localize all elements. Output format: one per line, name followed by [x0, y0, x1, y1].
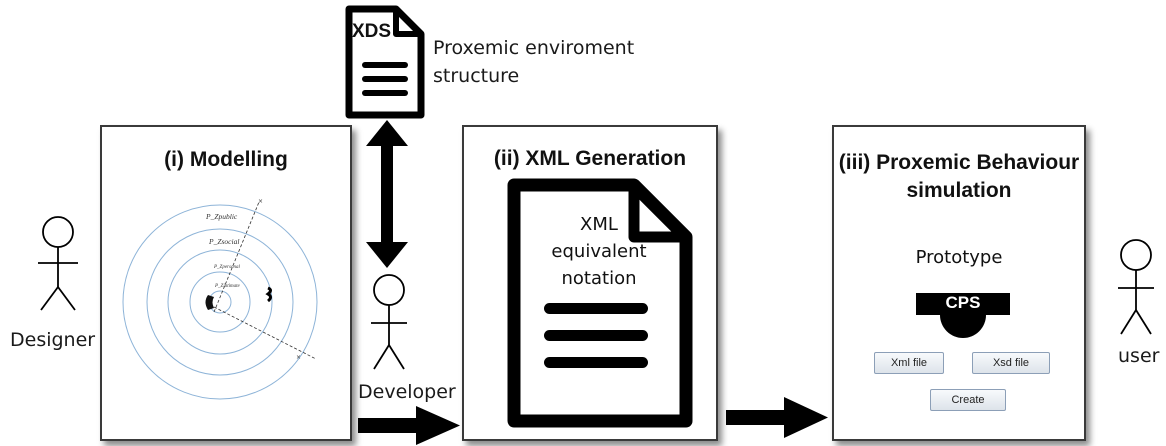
xml-file-button[interactable]: Xml file: [874, 352, 944, 374]
designer-actor-icon: [38, 216, 78, 311]
xml-generation-panel: (ii) XML Generation XML equivalent notat…: [462, 125, 718, 441]
xml-line-2: [544, 330, 648, 341]
zone-label-personal: P_Zpersonal: [213, 265, 240, 270]
zone-ring-public: [122, 204, 318, 400]
svg-text:×: ×: [258, 198, 263, 205]
user-label: user: [1118, 345, 1160, 367]
arrow-to-xml-generation-icon: [358, 406, 460, 445]
xml-doc-line-1: XML: [580, 214, 618, 235]
prototype-label: Prototype: [915, 247, 1003, 268]
modelling-panel: (i) Modelling × × P_Zpublic P_Zsocial P_…: [100, 125, 352, 441]
xds-caption-line-1: Proxemic enviroment: [433, 37, 635, 59]
simulation-panel: (iii) Proxemic Behaviour simulation Prot…: [832, 125, 1086, 441]
xml-doc-line-2: equivalent: [551, 241, 647, 262]
zone-label-intimate: P_Zintimate: [214, 284, 241, 289]
xds-document-icon: [345, 5, 425, 119]
svg-text:×: ×: [296, 354, 301, 361]
create-button[interactable]: Create: [930, 389, 1006, 411]
zone-label-social: P_Zsocial: [208, 237, 239, 246]
cps-device-icon: [916, 293, 1010, 338]
xsd-file-button[interactable]: Xsd file: [972, 352, 1050, 374]
proxemic-zones-diagram: × × P_Zpublic P_Zsocial P_Zpersonal P_Zi…: [122, 198, 318, 400]
simulation-title-line-2: simulation: [906, 179, 1012, 202]
cps-label: CPS: [945, 293, 981, 312]
simulation-title-line-1: (iii) Proxemic Behaviour: [838, 151, 1080, 174]
zone-ring-intimate: [189, 271, 251, 333]
zone-ring-social: [146, 228, 294, 376]
modelling-title: (i) Modelling: [164, 148, 288, 171]
arrow-to-simulation-icon: [726, 397, 828, 438]
zone-label-public: P_Zpublic: [205, 212, 238, 221]
developer-label: Developer: [358, 381, 456, 403]
xml-line-3: [544, 357, 648, 368]
xml-doc-line-3: notation: [561, 268, 637, 289]
xml-line-1: [544, 303, 648, 314]
xml-document-icon: [507, 178, 693, 428]
designer-label: Designer: [10, 329, 96, 351]
zone-ring-personal: [167, 249, 273, 355]
double-arrow-icon: [366, 120, 408, 268]
xml-generation-title: (ii) XML Generation: [493, 147, 687, 170]
xds-caption-line-2: structure: [433, 65, 520, 87]
xds-badge: XDS: [352, 21, 392, 42]
developer-actor-icon: [371, 274, 407, 370]
user-actor-icon: [1118, 239, 1154, 335]
